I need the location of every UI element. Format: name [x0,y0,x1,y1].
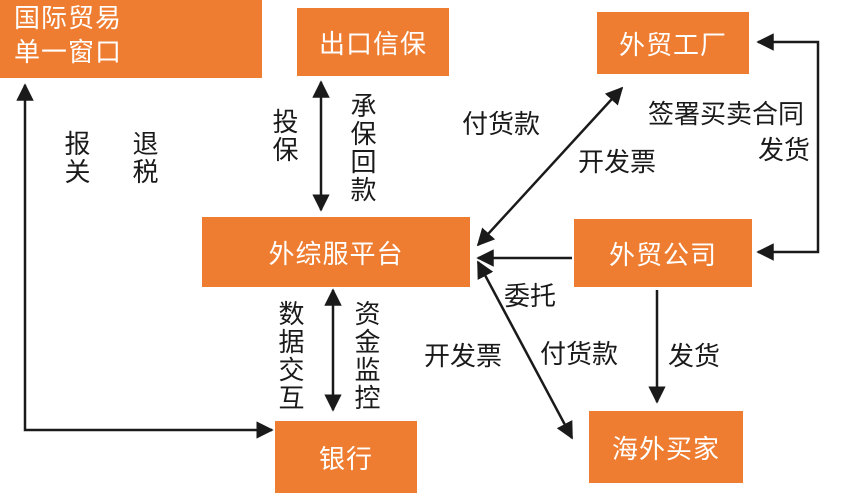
node-foreign-trade-company: 外贸公司 [574,219,752,287]
arrow-platform-buyer [476,260,574,440]
arrow-factory-company [756,33,820,261]
label-insure: 投保 [268,108,298,164]
node-foreign-trade-factory: 外贸工厂 [597,12,749,74]
node-single-window: 国际贸易 单一窗口 [0,0,262,78]
label-ship-goods-right: 发货 [758,136,811,166]
node-bank: 银行 [275,421,417,493]
node-overseas-buyer: 海外买家 [589,411,743,483]
label-pay-goods: 付货款 [462,110,541,140]
arrow-platform-factory [476,86,624,247]
label-underwrite-collection: 承保回款 [346,92,376,204]
label-sign-contract: 签署买卖合同 [648,100,805,130]
node-single-window-line2: 单一窗口 [14,38,123,68]
label-data-exchange: 数据交互 [274,300,304,412]
label-ship-goods-down: 发货 [668,342,721,372]
label-customs-declaration: 报关 [60,130,90,186]
label-issue-invoice: 开发票 [578,148,657,178]
label-entrust: 委托 [504,282,557,312]
node-single-window-line1: 国际贸易 [14,4,123,34]
label-tax-refund: 退税 [128,130,158,186]
arrow-window-bank [16,83,274,439]
label-issue-invoice-2: 开发票 [424,342,503,372]
label-fund-supervision: 资金监控 [350,300,380,412]
node-service-platform: 外综服平台 [202,217,470,287]
node-export-insurance: 出口信保 [297,8,449,76]
label-pay-goods-2: 付货款 [540,340,619,370]
